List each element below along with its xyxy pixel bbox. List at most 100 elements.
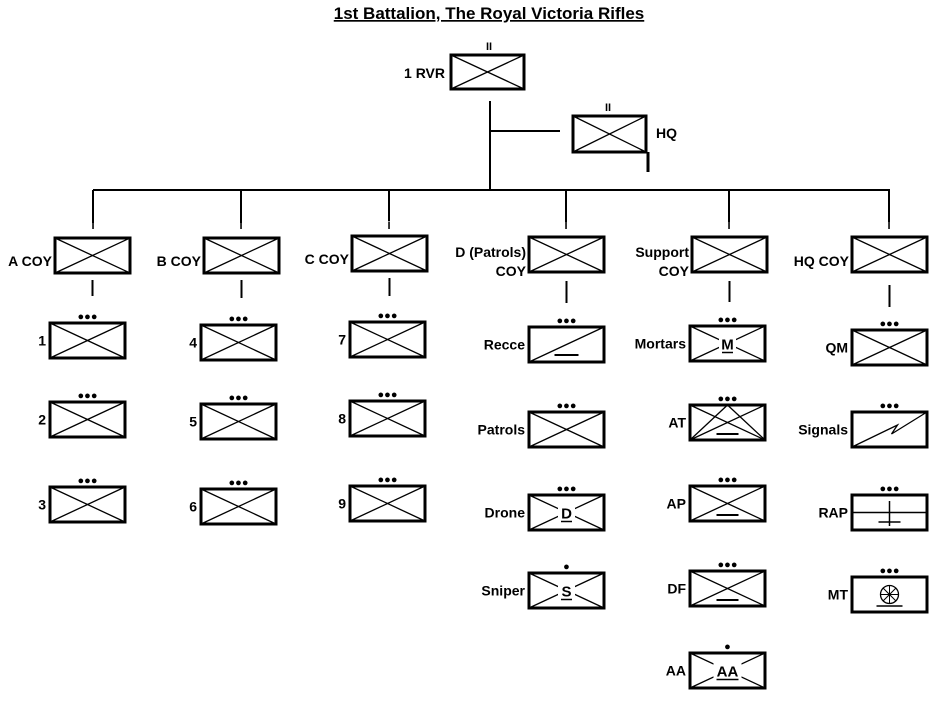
platoon-label: Recce [484, 337, 525, 353]
platoon-unit: ●●●Signals [798, 400, 929, 449]
infantry-symbol [348, 484, 427, 523]
platoon-echelon: ●●● [378, 310, 398, 322]
platoon-unit: ●●● QM [825, 318, 929, 367]
company-unit: IHQ COY●●●QM●●●Signals●●●RAP●●●MT [794, 190, 929, 614]
infantry-symbol [48, 400, 127, 439]
platoon-unit: ●●●2 [38, 390, 127, 439]
battalion-echelon: II [486, 41, 492, 53]
lettered-unit-symbol: M [688, 324, 767, 363]
diagram-title: 1st Battalion, The Royal Victoria Rifles [334, 4, 645, 23]
anti-tank-symbol [688, 403, 767, 442]
companies: IA COY●●●1●●●2●●●3IB COY●●●4●●●5●●●6IC C… [8, 190, 929, 690]
platoon-echelon: ●●● [229, 313, 249, 325]
platoon-label: QM [825, 340, 848, 356]
lettered-unit-symbol: S [527, 571, 606, 610]
platoon-label: 8 [338, 411, 346, 427]
company-label: C COY [305, 251, 350, 267]
company-label: COY [496, 263, 527, 279]
infantry-symbol [199, 487, 278, 526]
battalion-unit: II 1 RVR [404, 41, 526, 91]
company-unit: IB COY●●●4●●●5●●●6 [157, 190, 281, 526]
reconnaissance-symbol [527, 325, 606, 364]
infantry-support-symbol [688, 484, 767, 523]
infantry-symbol [527, 410, 606, 449]
company-symbol [850, 235, 929, 274]
platoon-label: DF [667, 581, 686, 597]
company-label: Support [635, 244, 689, 260]
platoon-echelon: ●●● [378, 389, 398, 401]
platoon-label: MT [828, 587, 849, 603]
infantry-symbol [850, 328, 929, 367]
platoon-echelon: ●●● [880, 400, 900, 412]
company-label: D (Patrols) [455, 244, 526, 260]
battalion-label: 1 RVR [404, 65, 445, 81]
medical-symbol [850, 493, 929, 532]
platoon-echelon: ●●● [557, 400, 577, 412]
platoon-unit: ●●● 1 [38, 311, 127, 360]
company-echelon: I [564, 220, 567, 232]
infantry-symbol [48, 485, 127, 524]
platoon-label: 7 [338, 332, 346, 348]
infantry-symbol [48, 321, 127, 360]
infantry-symbol [199, 323, 278, 362]
symbol-letter: S [561, 584, 571, 601]
platoon-echelon: ● [563, 561, 570, 573]
company-echelon: I [887, 220, 890, 232]
company-symbol [527, 235, 606, 274]
infantry-symbol [348, 399, 427, 438]
symbol-letter: AA [717, 664, 739, 681]
headquarters-symbol [571, 114, 650, 172]
platoon-echelon: ●●● [880, 483, 900, 495]
company-symbol [350, 234, 429, 273]
platoon-label: AT [668, 415, 686, 431]
platoon-label: 3 [38, 497, 46, 513]
platoon-unit: ●●● DF [667, 559, 767, 608]
platoon-echelon: ●●● [78, 475, 98, 487]
platoon-echelon: ●●● [378, 474, 398, 486]
platoon-echelon: ●●● [880, 565, 900, 577]
company-label: COY [659, 263, 690, 279]
infantry-symbol [199, 402, 278, 441]
platoon-echelon: ●●● [229, 392, 249, 404]
platoon-echelon: ●●● [557, 315, 577, 327]
hq-echelon: II [605, 102, 611, 114]
platoon-unit: ●●● 4 [189, 313, 278, 362]
platoon-label: AP [667, 496, 686, 512]
platoon-label: 9 [338, 496, 346, 512]
company-unit: IA COY●●●1●●●2●●●3 [8, 190, 132, 524]
infantry-support-symbol [688, 569, 767, 608]
company-echelon: I [387, 220, 390, 232]
platoon-unit: ●●● 7 [338, 310, 427, 359]
platoon-echelon: ●●● [557, 483, 577, 495]
platoon-unit: ●●● 3 [38, 475, 127, 524]
platoon-echelon: ●●● [718, 559, 738, 571]
symbol-letter: M [721, 337, 734, 354]
company-symbol [53, 236, 132, 275]
platoon-echelon: ●●● [718, 393, 738, 405]
platoon-echelon: ●●● [78, 311, 98, 323]
platoon-label: 2 [38, 412, 46, 428]
platoon-unit: ●●● 9 [338, 474, 427, 523]
platoon-echelon: ●●● [880, 318, 900, 330]
company-symbol [202, 236, 281, 275]
platoon-label: Mortars [635, 336, 687, 352]
platoon-label: 4 [189, 335, 197, 351]
platoon-label: 5 [189, 414, 197, 430]
platoon-label: RAP [818, 505, 848, 521]
infantry-symbol [348, 320, 427, 359]
platoon-echelon: ●●● [718, 314, 738, 326]
platoon-label: 1 [38, 333, 46, 349]
platoon-echelon: ● [724, 641, 731, 653]
lettered-unit-symbol: D [527, 493, 606, 532]
platoon-unit: ●●● 5 [189, 392, 278, 441]
transport-wheel-symbol [850, 575, 929, 614]
platoon-unit: ●●●6 [189, 477, 278, 526]
platoon-unit: ●●● 8 [338, 389, 427, 438]
platoon-unit: ●●● MT [828, 565, 929, 614]
company-echelon: I [239, 220, 242, 232]
headquarters-unit: II HQ [571, 102, 677, 172]
hierarchy-connectors [93, 101, 890, 191]
